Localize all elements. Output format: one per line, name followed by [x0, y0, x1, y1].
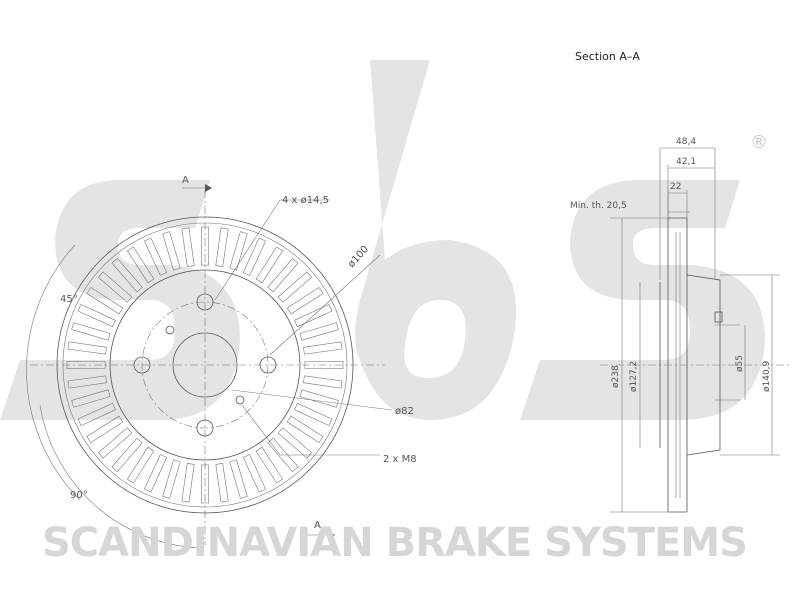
angle-45-label: 45° [60, 294, 78, 305]
dim-thickness: 22 [670, 182, 681, 192]
cooling-vane [299, 322, 339, 341]
dim-hat-diameter: ø140,9 [762, 360, 772, 392]
holes-leader [214, 199, 281, 301]
bore-edges [715, 324, 740, 401]
angle-45-arc [26, 244, 81, 501]
cooling-vane [126, 246, 155, 284]
pcd-label: ø100 [346, 244, 371, 270]
section-marker-bottom-label: A [314, 520, 321, 531]
holes-label: 4 x ø14,5 [282, 195, 329, 206]
thread-hole-1 [165, 325, 175, 335]
cooling-vane [77, 304, 116, 328]
section-marker-top-label: A [182, 175, 189, 186]
cooling-vane [286, 286, 324, 315]
disc-section-view [600, 147, 790, 513]
cooling-vane [71, 389, 111, 408]
cooling-vane [242, 237, 266, 276]
cooling-vane [303, 341, 343, 355]
dim-outer-diameter: ø238 [611, 365, 621, 388]
pcd-leader [269, 254, 381, 356]
cooling-vane [97, 271, 133, 303]
cooling-vane [126, 446, 155, 484]
hat-step [714, 311, 723, 323]
cooling-vane [286, 415, 324, 444]
cooling-vane [71, 322, 111, 341]
dim-min-thickness: Min. th. 20,5 [570, 201, 627, 211]
cooling-vane [255, 246, 284, 284]
cooling-vane [277, 271, 313, 303]
cooling-vane [229, 459, 248, 499]
angle-90-arc [39, 404, 201, 549]
cooling-vane [162, 231, 181, 271]
thread-hole-2 [235, 395, 245, 405]
cooling-vane [304, 361, 344, 369]
cooling-vane [277, 427, 313, 459]
cooling-vane [97, 427, 133, 459]
cooling-vane [86, 415, 124, 444]
dim-inner-diameter: ø127,2 [629, 361, 639, 392]
cooling-vane [66, 361, 106, 369]
dim-hat-height: 42,1 [676, 157, 696, 167]
cooling-vane [229, 231, 248, 271]
cooling-vane [181, 463, 195, 503]
disc-front-view [26, 184, 393, 549]
center-bore-label: ø82 [395, 406, 414, 417]
cooling-vane [162, 459, 181, 499]
cooling-vane [201, 226, 209, 266]
cooling-vane [242, 454, 266, 493]
brand-text: SCANDINAVIAN BRAKE SYSTEMS [42, 520, 747, 566]
dim-overall-width: 48,4 [676, 137, 696, 147]
cooling-vane [67, 341, 107, 355]
cooling-vane [294, 304, 333, 328]
cooling-vane [111, 257, 143, 293]
cooling-vane [144, 454, 168, 493]
cooling-vane [181, 227, 195, 267]
cooling-vane [201, 464, 209, 504]
cooling-vane [215, 227, 229, 267]
cooling-vanes [66, 226, 344, 504]
cooling-vane [111, 437, 143, 473]
cooling-vane [294, 402, 333, 426]
cooling-vane [303, 375, 343, 389]
registered-mark: ® [750, 132, 768, 153]
section-title: Section A–A [575, 50, 640, 63]
cooling-vane [267, 257, 299, 293]
threads-leader [241, 404, 281, 456]
cooling-vane [144, 237, 168, 276]
sbs-watermark-logo [0, 60, 765, 420]
cooling-vane [215, 463, 229, 503]
cooling-vane [67, 375, 107, 389]
threads-label: 2 x M8 [383, 454, 417, 465]
dim-center-bore: ø55 [735, 355, 745, 372]
cooling-vane [255, 446, 284, 484]
cooling-vane [77, 402, 116, 426]
center-bore-leader [231, 389, 393, 411]
angle-90-label: 90° [70, 490, 88, 501]
cooling-vane [299, 389, 339, 408]
cooling-vane [86, 286, 124, 315]
center-bore [172, 332, 238, 398]
